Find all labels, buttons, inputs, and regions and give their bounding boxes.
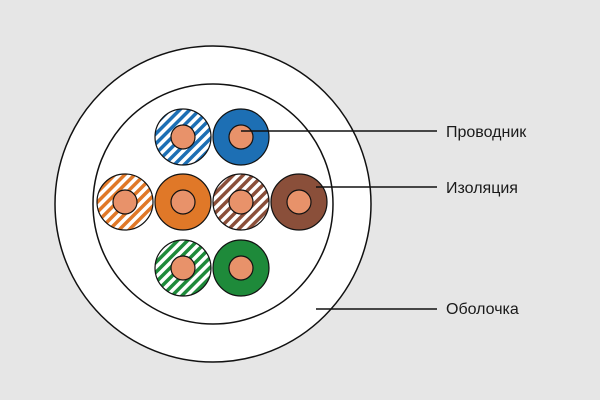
conductor-green-white (170, 255, 196, 281)
wire-orange (154, 173, 212, 231)
conductor-orange-white (112, 189, 138, 215)
wire-green (212, 239, 270, 297)
wire-green-white (154, 239, 212, 297)
wire-brown-white (212, 173, 270, 231)
wire-brown (270, 173, 328, 231)
label-jacket: Оболочка (446, 301, 519, 318)
conductor-brown (286, 189, 312, 215)
label-conductor: Проводник (446, 124, 527, 141)
conductor-brown-white (228, 189, 254, 215)
conductor-orange (170, 189, 196, 215)
wire-blue-white (154, 108, 212, 166)
wire-blue (212, 108, 270, 166)
conductor-blue-white (170, 124, 196, 150)
wire-orange-white (96, 173, 154, 231)
conductor-blue (228, 124, 254, 150)
conductor-green (228, 255, 254, 281)
label-insulation: Изоляция (446, 180, 518, 197)
